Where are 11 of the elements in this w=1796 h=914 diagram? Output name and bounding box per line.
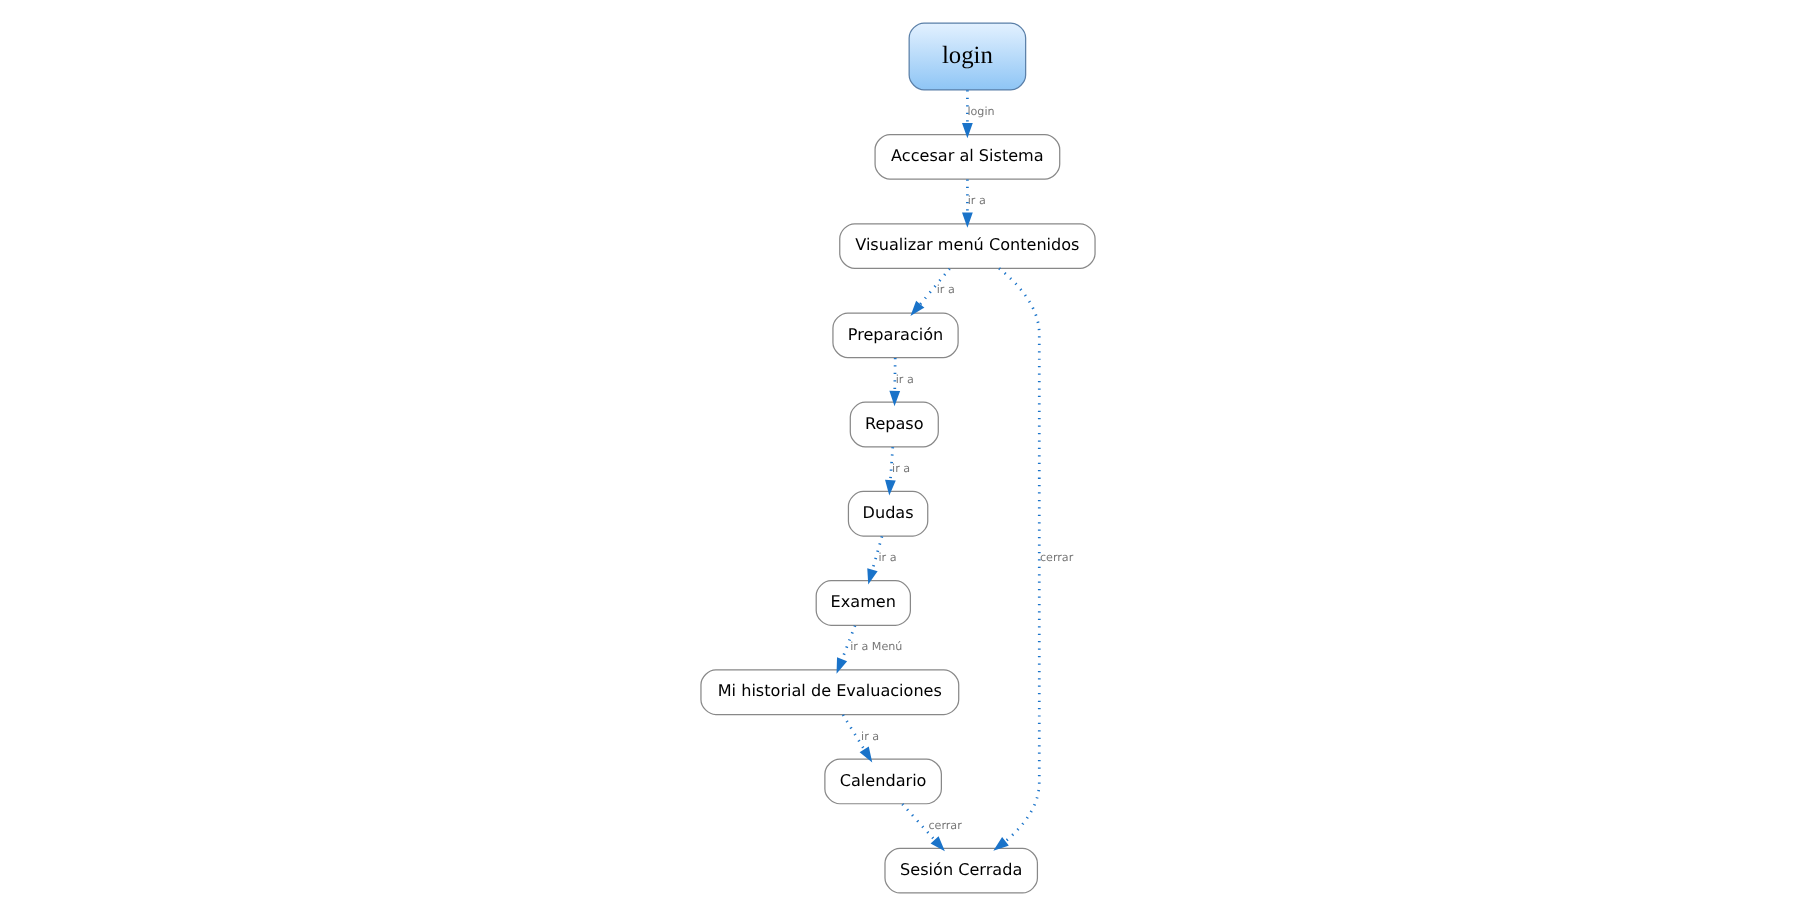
- arrow: [993, 266, 1041, 850]
- arrow: [962, 178, 973, 227]
- arrow: [889, 356, 901, 406]
- arrow: [901, 802, 945, 851]
- arrow: [841, 713, 873, 762]
- arrow: [867, 535, 884, 584]
- arrow: [962, 89, 973, 138]
- node-box: login: [908, 21, 1027, 90]
- arrow: [836, 624, 857, 673]
- arrow: [885, 446, 896, 495]
- arrow: [910, 266, 951, 316]
